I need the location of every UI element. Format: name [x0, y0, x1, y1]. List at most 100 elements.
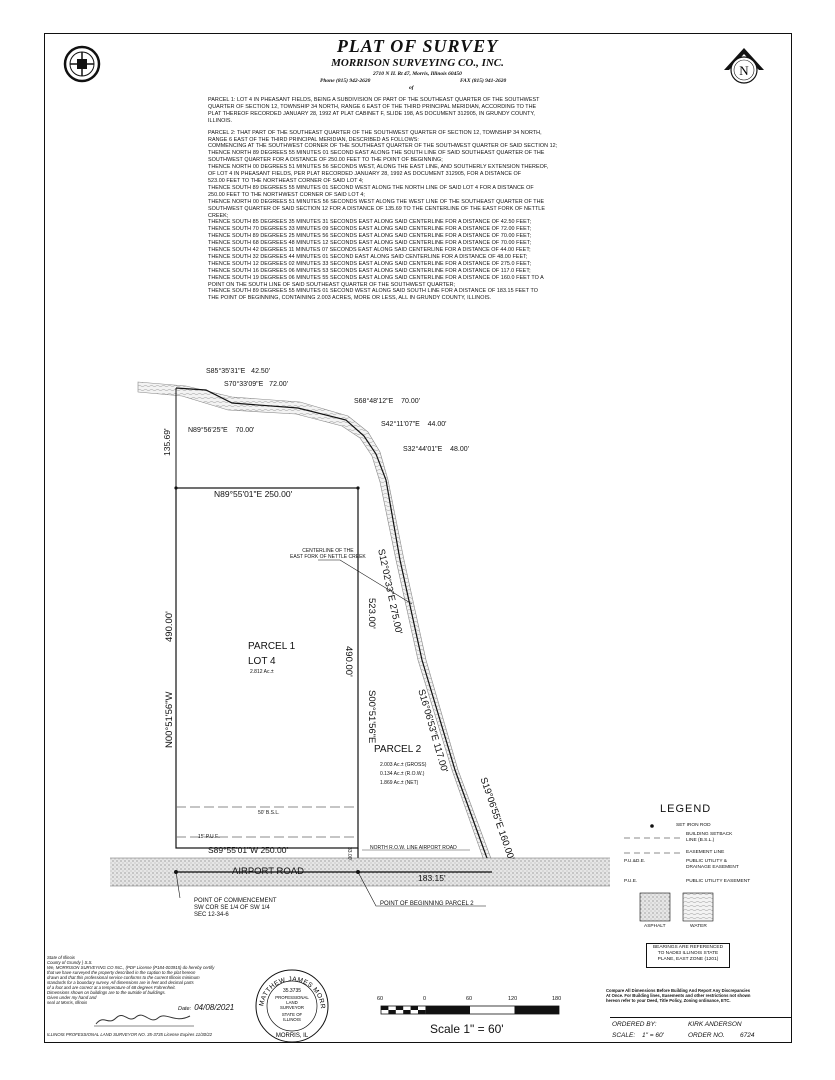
road-dist: 183.15' [418, 873, 446, 883]
text-line: THENCE SOUTH 68 DEGREES 48 MINUTES 12 SE… [208, 240, 532, 247]
creek-seg-2-bearing: S70°33'09"E 72.00' [224, 381, 289, 388]
text-line: of a foot and are correct at a temperatu… [47, 985, 176, 990]
row-label: NORTH R.O.W. LINE AIRPORT ROAD [370, 845, 457, 851]
pue-label: 15' P.U.E. [198, 834, 220, 840]
text-line: PARCEL 2: THAT PART OF THE SOUTHEAST QUA… [208, 129, 542, 136]
text-line: County of Grundy } S.S. [47, 960, 93, 965]
legend-asphalt: ASPHALT [644, 924, 666, 929]
seal-line-4: STATE OF [282, 1012, 303, 1017]
text-line: THENCE SOUTH 32 DEGREES 44 MINUTES 01 SE… [208, 253, 528, 260]
text-line: SOUTHWEST QUARTER OF SAID SECTION 12 FOR… [208, 205, 545, 212]
company-fax: FAX (815) 941-2620 [460, 78, 507, 84]
legend-pude: PUBLIC UTILITY &DRAINAGE EASEMENT [686, 859, 739, 870]
iron-rod-marker [356, 486, 360, 490]
legend-title: LEGEND [660, 803, 712, 815]
text-line: We, MORRISON SURVEYING CO INC., (PDF Lic… [47, 965, 215, 970]
legend-asphalt-swatch [639, 892, 671, 922]
north-label: N [739, 63, 749, 78]
pob-label: POINT OF BEGINNING PARCEL 2 [380, 901, 474, 907]
text-line: ILLINOIS. [208, 117, 233, 124]
centerline-leader [318, 559, 413, 605]
east-line-total: 523.00' [366, 598, 377, 629]
parcel1-description: PARCEL 1: LOT 4 IN PHEASANT FIELDS, BEIN… [208, 97, 638, 125]
scale-label: Scale 1" = 60' [430, 1022, 504, 1036]
creek-centerline [175, 387, 493, 873]
text-line: THENCE NORTH 00 DEGREES 51 MINUTES 56 SE… [208, 198, 545, 205]
creek-seg-6-bearing: S32°44'01"E 48.00' [403, 446, 469, 453]
legend-easement: EASEMENT LINE [686, 850, 725, 855]
order-no: 6724 [740, 1032, 755, 1039]
east-line-dist: 490.00' [343, 646, 354, 677]
scale-tick-1: 0 [423, 996, 427, 1002]
legend-pue: PUBLIC UTILITY EASEMENT [686, 879, 751, 884]
scale-bar [380, 1005, 560, 1015]
order-block: ORDERED BY: KIRK ANDERSON SCALE: 1" = 60… [610, 1017, 792, 1044]
text-line: 523.00 FEET TO THE NORTHEAST CORNER OF S… [208, 177, 364, 184]
text-line: standards for a boundary survey. All dim… [47, 980, 194, 985]
plat-title: PLAT OF SURVEY [336, 36, 499, 56]
parcel1-area: 2.812 Ac.± [250, 669, 274, 675]
seal-city: MORRIS, IL [276, 1033, 309, 1039]
text-line: CREEK; [208, 212, 229, 219]
text-line: that we have surveyed the property descr… [47, 970, 196, 975]
text-line: THENCE SOUTH 89 DEGREES 55 MINUTES 01 SE… [208, 288, 539, 295]
legend-iron-rod-icon [650, 824, 654, 828]
legend-pue-abbr: P.U.E. [624, 879, 638, 884]
west-line-bearing: N00°51'56"W [164, 691, 175, 748]
text-line: hereon refer to your Deed, Title Policy,… [606, 998, 731, 1003]
plat-sheet-border [44, 33, 792, 1043]
east-line-bearing: S00°51'56"E [366, 690, 377, 744]
west-line-dist: 490.00' [164, 611, 175, 642]
text-line: PARCEL 1: LOT 4 IN PHEASANT FIELDS, BEIN… [208, 97, 540, 103]
text-line: THENCE NORTH 89 DEGREES 55 MINUTES 01 SE… [208, 150, 545, 157]
lot4-boundary [175, 487, 359, 849]
legal-description: PARCEL 1: LOT 4 IN PHEASANT FIELDS, BEIN… [208, 97, 638, 307]
north-arrow-icon: N [724, 48, 764, 84]
text-line: Dimensions shown on buildings are to the… [47, 990, 166, 995]
text-line: RANGE 6 EAST OF THE THIRD PRINCIPAL MERI… [208, 136, 419, 143]
text-line: PLAT THEREOF RECORDED JANUARY 28, 1992 A… [208, 110, 535, 117]
text-line: SOUTHWEST QUARTER FOR A DISTANCE OF 250.… [208, 157, 443, 164]
scale-tick-0: 60 [377, 996, 384, 1002]
certificate-date: Date: 04/08/2021 [178, 1003, 235, 1012]
surveyor-license: ILLINOIS PROFESSIONAL LAND SURVEYOR NO. … [47, 1032, 213, 1037]
parcel1-lot: LOT 4 [248, 656, 276, 667]
text-line: drawn and that this professional service… [47, 975, 200, 980]
commencement-leader [175, 871, 181, 899]
text-line: Given under my hand and [47, 995, 97, 1000]
bsl-label: 50' B.S.L. [258, 810, 280, 816]
ordered-by-label: ORDERED BY: [612, 1021, 657, 1028]
iron-rod-marker [174, 486, 178, 490]
surveyor-signature-icon [94, 1014, 194, 1027]
text-line: THENCE SOUTH 42 DEGREES 11 MINUTES 07 SE… [208, 247, 531, 254]
text-line: THENCE SOUTH 16 DEGREES 06 MINUTES 53 SE… [208, 267, 531, 274]
legend-water-swatch [682, 892, 714, 922]
text-line: THENCE SOUTH 89 DEGREES 25 MINUTES 56 SE… [208, 233, 532, 240]
south-line-label: S89°55'01"W 250.00' [208, 845, 289, 855]
creek-seg-1-bearing: S85°35'31"E 42.50' [206, 368, 271, 375]
legend-iron-rod: SET IRON ROD [676, 823, 711, 828]
parcel2-net: 1.869 Ac.± (NET) [380, 780, 419, 786]
text-line: THENCE SOUTH 85 DEGREES 35 MINUTES 31 SE… [208, 219, 532, 226]
creek-seg-5-bearing: S42°11'07"E 44.00' [381, 421, 447, 428]
seal-line-2: LAND [286, 1000, 297, 1005]
parcel2-gross: 2.003 Ac.± (GROSS) [380, 762, 427, 768]
seal-number: 35.3735 [283, 988, 301, 994]
parcel2-description: PARCEL 2: THAT PART OF THE SOUTHEAST QUA… [208, 130, 638, 303]
order-no-label: ORDER NO. [688, 1032, 725, 1039]
seal-line-1: PROFESSIONAL [275, 995, 309, 1000]
lot-north-line: N89°55'01"E 250.00' [214, 489, 293, 499]
order-scale: 1" = 60' [642, 1032, 664, 1039]
text-line: 250.00 FEET TO THE NORTHWEST CORNER OF S… [208, 191, 365, 198]
scale-tick-2: 60 [466, 996, 473, 1002]
surveyor-seal: MATTHEW JAMES MORRISON 35.3735 PROFESSIO… [254, 968, 329, 1043]
road-name: AIRPORT ROAD [232, 866, 304, 877]
company-address: 2710 N IL Rt 47, Morris, Illinois 60450 [373, 71, 462, 77]
text-line: THENCE SOUTH 89 DEGREES 55 MINUTES 01 SE… [208, 184, 534, 191]
